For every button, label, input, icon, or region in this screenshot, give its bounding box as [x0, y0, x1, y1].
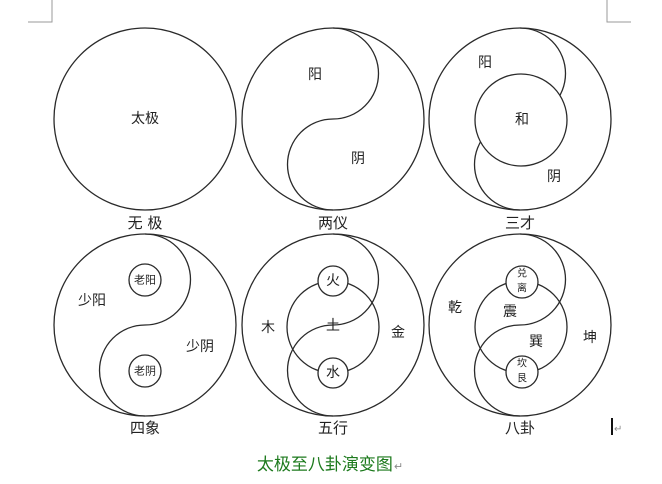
yin-yang-s-curve: [286, 27, 380, 211]
label-shaoyin: 少阴: [186, 339, 214, 355]
panel-wuji: 太极 无 极: [53, 27, 237, 232]
panel-title-sancai: 三才: [505, 214, 535, 232]
panel-title-bagua: 八卦: [505, 419, 535, 437]
label-dui: 兑: [517, 267, 527, 280]
label-laoyang: 老阳: [134, 274, 156, 287]
figure-caption: 太极至八卦演变图↵: [240, 450, 420, 475]
kan-gen-circle: [505, 355, 539, 389]
page-corner-mark-right: [606, 0, 631, 23]
label-kun: 坤: [583, 330, 597, 346]
label-earth: 土: [326, 318, 340, 334]
outer-circle: [53, 27, 237, 211]
label-xun: 巽: [529, 334, 543, 350]
fire-circle: [317, 265, 349, 297]
panel-wuxing: 火 水 木 土 金 五行: [241, 233, 425, 437]
dui-li-circle: [505, 265, 539, 299]
panel-sancai: 阳 和 阴 三才: [428, 27, 612, 232]
label-yang: 阳: [308, 67, 322, 83]
yin-yang-s-curve: [286, 233, 380, 417]
text-cursor: [611, 418, 613, 435]
yin-yang-s-curve: [473, 233, 567, 417]
label-metal: 金: [391, 325, 405, 341]
laoyang-circle: [128, 263, 162, 297]
panel-liangyi: 阳 阴 两仪: [241, 27, 425, 232]
label-li: 离: [517, 282, 527, 295]
panel-title-liangyi: 两仪: [318, 214, 348, 232]
label-water: 水: [326, 365, 340, 381]
label-yang: 阳: [478, 55, 492, 71]
label-shaoyang: 少阳: [78, 293, 106, 309]
panel-title-sixiang: 四象: [130, 419, 160, 437]
panel-sixiang: 老阳 老阴 少阳 少阴 四象: [53, 233, 237, 437]
panel-title-wuji: 无 极: [128, 214, 163, 232]
laoyin-circle: [128, 354, 162, 388]
label-fire: 火: [326, 273, 340, 289]
label-yin: 阴: [547, 169, 561, 185]
yin-yang-s-curve: [98, 233, 192, 417]
label-taiji: 太极: [131, 111, 159, 127]
water-circle: [317, 357, 349, 389]
label-zhen: 震: [503, 304, 517, 320]
label-laoyin: 老阴: [134, 365, 156, 378]
label-wood: 木: [261, 320, 275, 336]
panel-bagua: 兑 离 坎 艮 乾 震 巽 坤 八卦: [428, 233, 612, 437]
caption-text: 太极至八卦演变图: [256, 455, 393, 475]
page-corner-mark-left: [28, 0, 53, 23]
caption-paragraph-mark: ↵: [393, 460, 404, 473]
inner-harmony-circle: [474, 73, 568, 167]
paragraph-mark: ↵: [614, 424, 623, 435]
label-gen: 艮: [517, 373, 527, 385]
label-qian: 乾: [448, 300, 462, 316]
label-kan: 坎: [517, 357, 527, 370]
panel-title-wuxing: 五行: [318, 419, 348, 437]
label-he: 和: [515, 112, 529, 128]
label-yin: 阴: [351, 151, 365, 167]
